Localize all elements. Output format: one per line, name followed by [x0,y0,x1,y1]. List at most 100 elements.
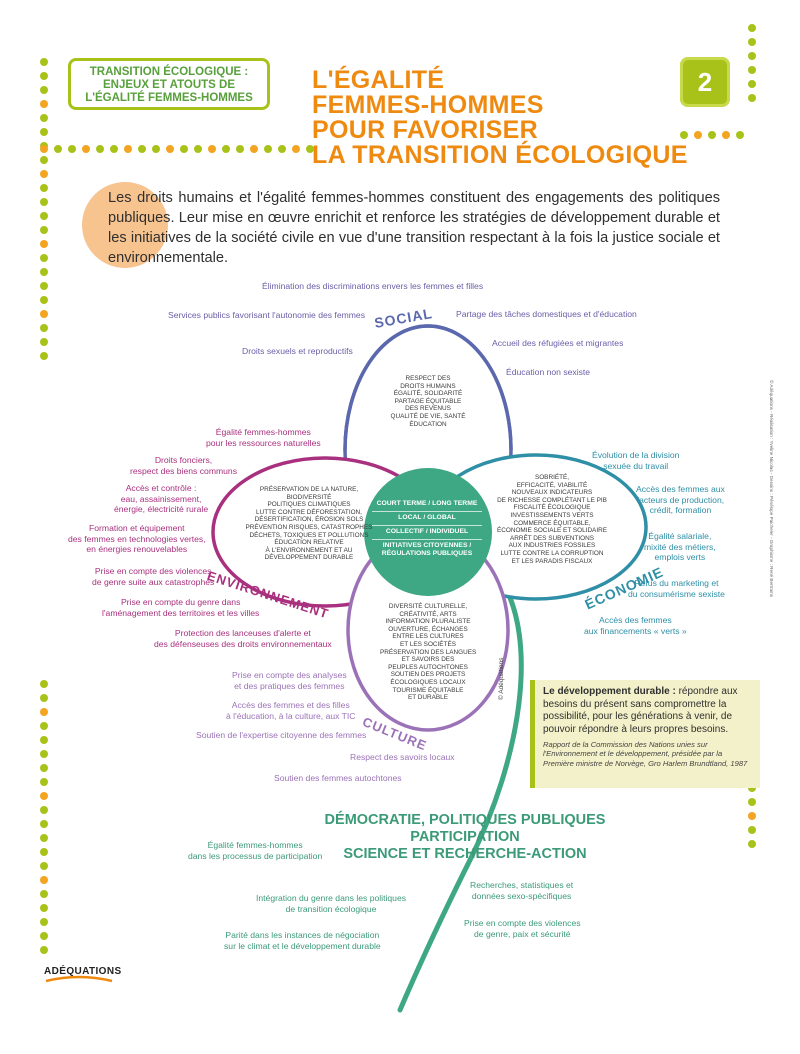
dot [194,145,202,153]
credit-line: © Adéquations - Réalisation : Yveline Ni… [768,380,776,640]
dot [748,66,756,74]
social-label: Partage des tâches domestiques et d'éduc… [456,309,637,319]
social-label: Élimination des discriminations envers l… [262,281,484,291]
dot [680,131,688,139]
page-title-line-1: L'ÉGALITÉ [312,66,445,94]
inner-text-line: ÉCOLOGIQUES LOCAUX [390,678,466,686]
economie-label: Égalité salariale, mixité des métiers, e… [644,531,716,562]
dot [748,52,756,60]
dot [138,145,146,153]
social-label: Droits sexuels et reproductifs [242,346,353,356]
dot [40,296,48,304]
dot [40,338,48,346]
dot [40,282,48,290]
inner-text-line: SOBRIÉTÉ, [534,474,570,481]
dot [40,145,48,153]
inner-text-line: ÉCONOMIE SOCIALE ET SOLIDAIRE [497,527,607,535]
inner-text-line: TOURISME ÉQUITABLE [392,686,464,694]
inner-text-line: DES REVENUS [405,405,451,413]
inner-text-line: ÉDUCATION [409,420,447,428]
dot [40,820,48,828]
culture-label: Accès des femmes et des filles à l'éduca… [226,700,356,721]
inner-text-line: PRÉSERVATION DE LA NATURE, [259,486,359,493]
inner-text-line: PEUPLES AUTOCHTONES [388,663,468,671]
economie-label: Accès des femmes aux financements « vert… [584,615,687,636]
dot [40,240,48,248]
dot [40,310,48,318]
inner-text-line: ÉDUCATION RELATIVE [274,539,344,547]
inner-text-line: À L'ENVIRONNEMENT ET AU [265,546,353,554]
inner-text-line: LUTTE CONTRE DÉFORESTATION, [256,508,362,516]
inner-text-line: LUTTE CONTRE LA CORRUPTION [500,549,604,557]
page-title-line-2: FEMMES-HOMMES [312,91,544,119]
dot [180,145,188,153]
inner-text-line: DÉCHETS, TOXIQUES ET POLLUTIONS [249,531,369,539]
logo-swoosh-icon [45,975,113,983]
right-dots-row [680,126,750,139]
section-header-line-1: TRANSITION ÉCOLOGIQUE : [89,66,249,78]
dot [236,145,244,153]
center-line-3: COLLECTIF / INDIVIDUEL [372,526,482,540]
dot [40,806,48,814]
environnement-label: Protection des lanceuses d'alerte et des… [154,628,332,649]
dot [40,72,48,80]
dot [40,114,48,122]
dot [278,145,286,153]
dot [40,890,48,898]
dot [708,131,716,139]
democracy-label: Recherches, statistiques et données sexo… [470,880,574,901]
culture-label: Soutien des femmes autochtones [274,773,402,783]
dot [40,848,48,856]
dot [40,128,48,136]
inner-text-line: AUX INDUSTRIES FOSSILES [508,542,596,550]
dot [40,904,48,912]
dot [748,812,756,820]
democracy-label: Parité dans les instances de négociation… [224,930,381,951]
dot [748,840,756,848]
dot [306,145,314,153]
orange-circle-decoration [82,182,168,268]
culture-label: Prise en compte des analyses et des prat… [232,670,347,691]
inner-text-line: BIODIVERSITÉ [286,493,332,501]
page-title: L'ÉGALITÉ FEMMES-HOMMES POUR FAVORISER L… [312,68,732,168]
dot [222,145,230,153]
inner-text-line: OUVERTURE, ÉCHANGES [388,625,468,633]
definition-term: Le développement durable : [543,686,676,697]
inner-text-line: RESPECT DES [405,375,451,382]
dot [166,145,174,153]
dot [40,750,48,758]
page-title-line-4: LA TRANSITION ÉCOLOGIQUE [312,141,688,169]
dot [40,254,48,262]
inner-text-line: ENTRE LES CULTURES [392,633,464,641]
inner-text-line: FISCALITÉ ÉCOLOGIQUE [513,504,591,512]
dot [40,86,48,94]
environnement-label: Prise en compte des violences de genre s… [92,566,215,587]
dot [40,736,48,744]
page-number-badge: 2 [680,57,730,107]
inner-text-line: EFFICACITÉ, VIABILITÉ [516,481,588,489]
section-header-box: TRANSITION ÉCOLOGIQUE : ENJEUX ET ATOUTS… [68,58,270,110]
dot [748,38,756,46]
center-line-1: COURT TERME / LONG TERME [372,498,482,512]
social-label: Services publics favorisant l'autonomie … [168,310,365,320]
inner-text-line: ÉGALITÉ, SOLIDARITÉ [393,390,463,398]
inner-text-line: SOUTIEN DES PROJETS [390,671,466,679]
inner-text-line: ET SAVOIRS DES [401,656,455,664]
inner-text-line: PARTAGE ÉQUITABLE [394,397,462,405]
dot [40,722,48,730]
dot [40,708,48,716]
credit-text: © Adéquations - Réalisation : Yveline Ni… [769,380,774,598]
stem-copyright-mark: © Adéquations [498,657,505,700]
logo-text: ADÉQUATIONS [44,966,122,977]
culture-label: Soutien de l'expertise citoyenne des fem… [196,730,367,740]
dot [748,826,756,834]
dot [40,680,48,688]
inner-text-line: ET DURABLE [407,694,448,702]
adequations-logo: ADÉQUATIONS [44,966,122,985]
dot [40,876,48,884]
inner-text-line: PRÉSERVATION DES LANGUES [380,648,477,656]
democracy-title-line-3: SCIENCE ET RECHERCHE-ACTION [343,846,587,862]
